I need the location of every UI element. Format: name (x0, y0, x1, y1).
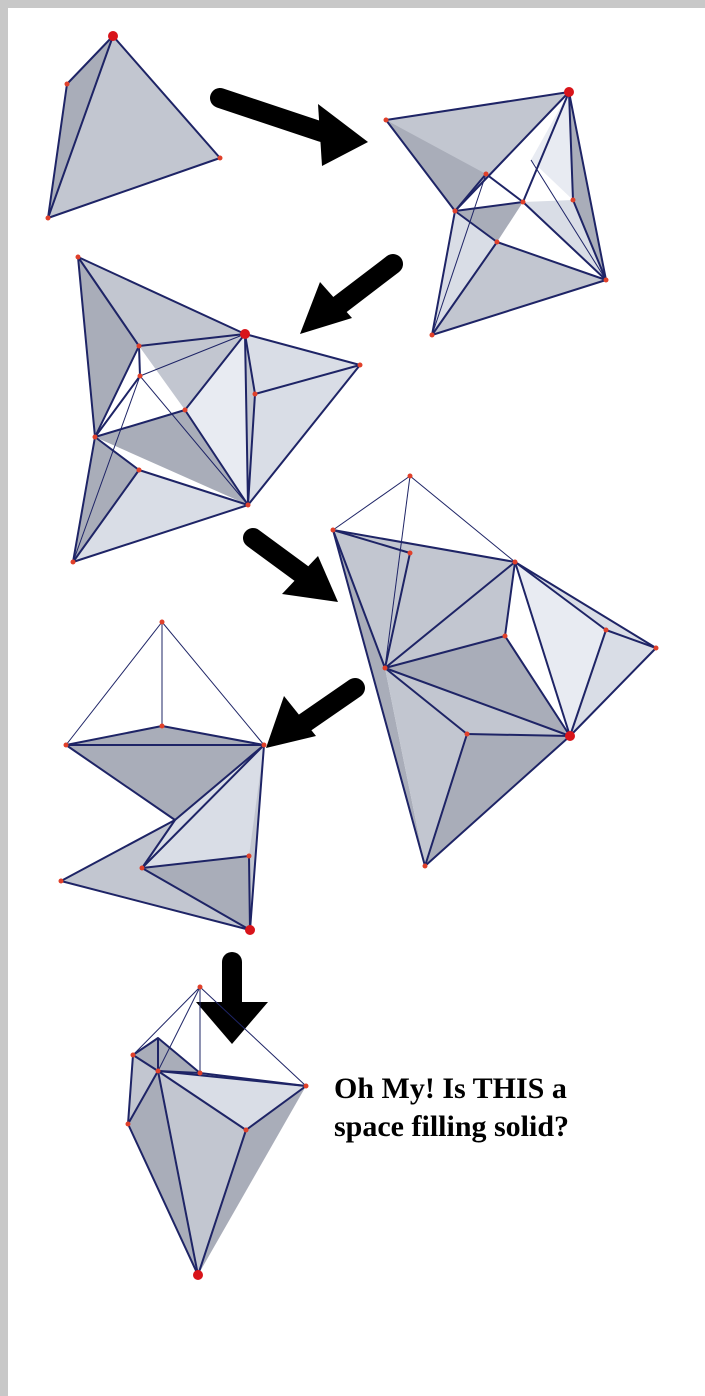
caption-line-2: space filling solid? (334, 1108, 674, 1146)
arrow-left-down-icon (300, 264, 393, 334)
caption-line-1: Oh My! Is THIS a (334, 1070, 674, 1108)
arrow-right-down-icon (253, 538, 338, 602)
solid-5-compound (59, 620, 267, 936)
caption-text: Oh My! Is THIS a space filling solid? (334, 1070, 674, 1146)
arrow-right-down-icon (220, 98, 368, 166)
arrow-left-down-icon (266, 688, 355, 748)
arrow-down-icon (196, 962, 268, 1044)
solid-1-tetrahedron (46, 31, 223, 221)
solid-6-final (126, 985, 309, 1281)
solid-2-star (384, 87, 609, 338)
solid-4-compound (331, 474, 659, 869)
